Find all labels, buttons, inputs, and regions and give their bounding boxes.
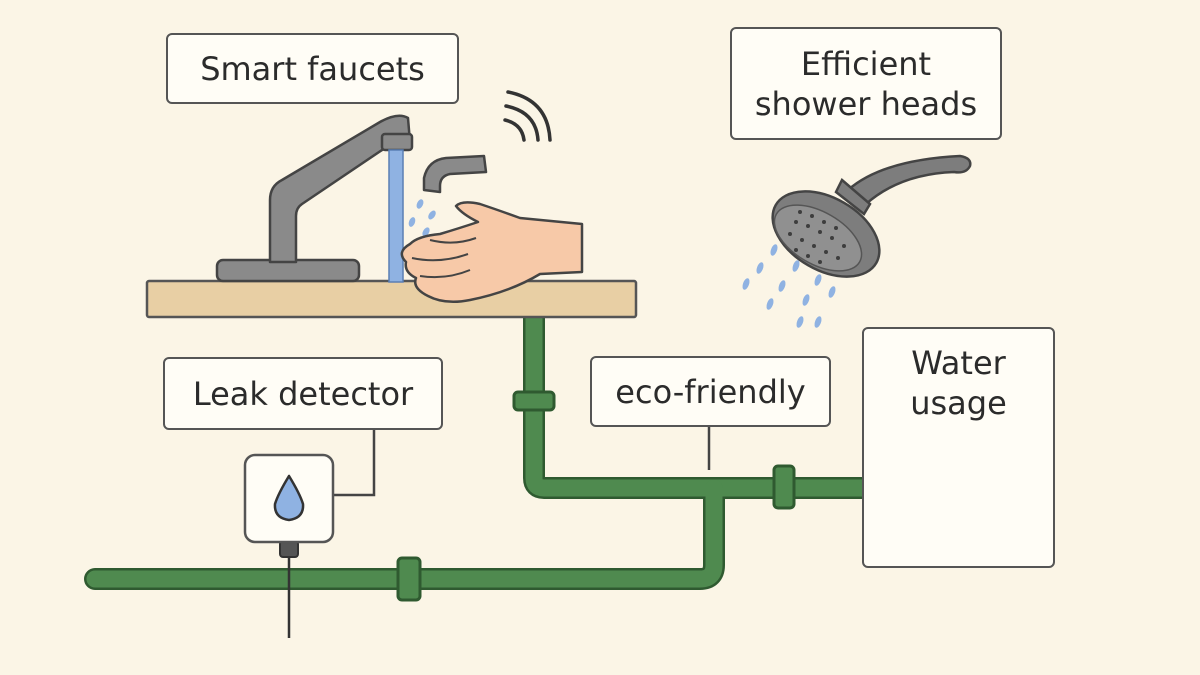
- leak-detector-device: [243, 453, 335, 638]
- faucet-icon: [215, 114, 414, 283]
- pipe-network: [84, 303, 877, 590]
- shower-head-icon: [771, 154, 972, 278]
- shower-drops: [742, 244, 836, 328]
- pipe-coupling: [512, 390, 556, 412]
- splash-drops: [408, 199, 436, 237]
- water-stream: [388, 149, 404, 283]
- eco-friendly-label: eco-friendly: [590, 356, 831, 427]
- pipe-coupling: [772, 464, 796, 510]
- hand-icon: [400, 201, 584, 304]
- smart-faucets-label: Smart faucets: [166, 33, 459, 104]
- water-usage-label: Water usage: [862, 327, 1055, 568]
- shower-heads-label: Efficient shower heads: [730, 27, 1002, 140]
- leak-connector-line: [333, 430, 376, 497]
- pipe-coupling: [396, 556, 422, 602]
- sensor-waves-icon: [503, 90, 552, 142]
- faucet-sensor: [422, 154, 488, 194]
- counter-top: [145, 279, 638, 319]
- leak-detector-label: Leak detector: [163, 357, 443, 430]
- water-drop-icon: [273, 474, 305, 522]
